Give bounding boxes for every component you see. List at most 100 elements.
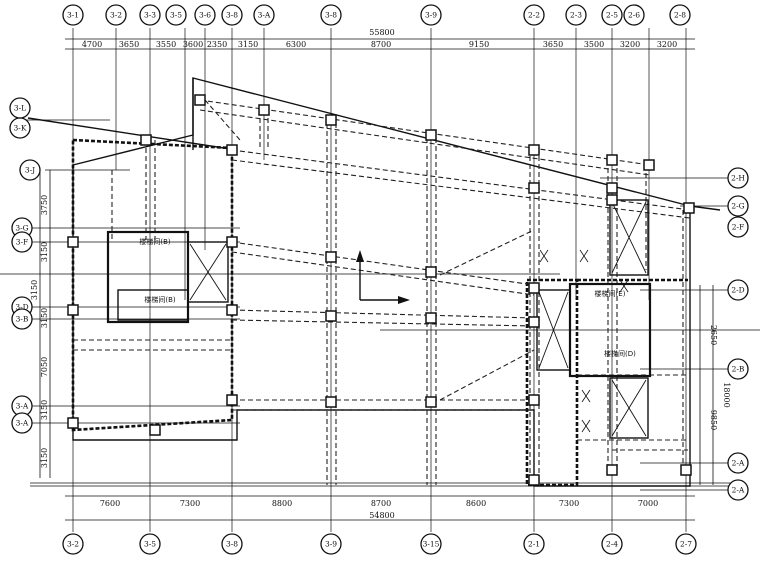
structural-column [226,236,238,248]
svg-text:2-1: 2-1 [528,540,540,549]
axis-bubbles: 3-1 3-2 3-3 3-5 3-6 3-8 3-A 3-8 3-9 2-2 2-3 2-5 2-6 2… [9,4,749,555]
svg-text:2-8: 2-8 [674,11,686,20]
top-dim: 4700 [82,40,102,49]
right-axis-bubble: 2-G [727,195,749,217]
left-dim: 3150 [40,448,49,468]
bottom-dim: 7000 [638,499,658,508]
svg-text:3-3: 3-3 [144,11,156,20]
structural-column [643,159,655,171]
top-axis-bubble: 3-9 [420,4,442,26]
top-dimension-chain: 55800 4700 3650 3550 3600 2350 3150 6300… [65,28,695,50]
room-label: 楼梯间(E) [595,289,626,298]
bottom-dim: 7300 [559,499,579,508]
structural-column [528,182,540,194]
top-axis-bubble: 3-3 [139,4,161,26]
bottom-axis-bubble: 3-5 [139,533,161,555]
coordinate-origin-icon [356,250,410,304]
structural-column [226,144,238,156]
structural-column [325,396,337,408]
top-dim: 3650 [119,40,139,49]
top-axis-bubble: 3-5 [165,4,187,26]
structural-column [528,282,540,294]
room-label: 楼梯间(B) [139,237,171,246]
top-axis-bubble: 3-8 [320,4,342,26]
svg-text:3-J: 3-J [25,166,35,175]
bottom-dim: 8700 [371,499,391,508]
top-dim: 6300 [286,40,306,49]
structural-column [226,394,238,406]
structural-column [528,316,540,328]
left-axis-bubble: 3-F [11,231,33,253]
left-dim: 3150 [40,308,49,328]
svg-text:3-A: 3-A [16,419,29,428]
top-dim: 3600 [183,40,203,49]
right-dim: 2650 [709,325,718,345]
svg-text:2-A: 2-A [732,486,745,495]
left-axis-bubble: 3-K [9,117,31,139]
svg-text:3-15: 3-15 [423,540,440,549]
top-axis-bubble: 2-2 [523,4,545,26]
top-axis-bubble: 2-3 [565,4,587,26]
left-axis-bubble: 3-B [11,308,33,330]
bottom-axis-bubble: 3-15 [420,533,442,555]
top-dim: 3650 [543,40,563,49]
svg-text:2-D: 2-D [731,286,744,295]
left-dim: 3750 [40,195,49,215]
top-dim: 3550 [156,40,176,49]
svg-text:2-A: 2-A [732,459,745,468]
left-axis-bubble: 3-J [19,159,41,181]
structural-column [606,182,618,194]
right-axis-bubble: 2-A [727,479,749,501]
svg-text:2-B: 2-B [732,365,745,374]
structural-column [425,396,437,408]
svg-text:2-5: 2-5 [606,11,618,20]
bottom-dimension-chain: 7600 7300 8800 8700 8600 7300 7000 54800 [65,495,695,521]
structural-column [194,94,206,106]
bottom-axis-bubble: 2-7 [675,533,697,555]
top-dim: 8700 [371,40,391,49]
top-axis-bubble: 3-A [253,4,275,26]
bottom-dim: 8800 [272,499,292,508]
left-axis-bubble: 3-L [9,97,31,119]
top-axis-bubble: 3-2 [105,4,127,26]
room-label: 楼梯间(D) [604,349,636,358]
structural-column [606,464,618,476]
top-dim: 3200 [620,40,640,49]
right-dim: 9850 [709,410,718,430]
right-axis-bubble: 2-H [727,167,749,189]
left-axis-bubble: 3-A [11,412,33,434]
top-dim: 3150 [238,40,258,49]
svg-text:2-H: 2-H [731,174,745,183]
svg-text:3-2: 3-2 [110,11,122,20]
top-axis-bubble: 3-1 [62,4,84,26]
column-layer [67,94,695,486]
bottom-axis-bubble: 2-4 [601,533,623,555]
left-dim: 3150 [40,400,49,420]
top-axis-bubble: 2-5 [601,4,623,26]
top-axis-bubble: 3-6 [194,4,216,26]
svg-text:3-G: 3-G [15,224,28,233]
svg-text:2-6: 2-6 [628,11,640,20]
right-axis-bubble: 2-A [727,452,749,474]
svg-text:2-4: 2-4 [606,540,618,549]
left-dim: 7050 [40,357,49,377]
top-overall-dimension: 55800 [369,28,394,37]
structural-column [606,154,618,166]
shear-wall-hatching [539,249,629,433]
structural-column [325,310,337,322]
svg-text:2-3: 2-3 [570,11,582,20]
top-axis-bubble: 3-8 [221,4,243,26]
svg-text:3-B: 3-B [16,315,29,324]
structural-column [425,129,437,141]
svg-text:3-8: 3-8 [325,11,337,20]
structural-column [528,144,540,156]
svg-text:3-8: 3-8 [226,540,238,549]
right-dimension-chain: 2650 18000 9850 [699,285,731,485]
bottom-overall-dimension: 54800 [369,511,394,520]
bottom-axis-bubble: 3-8 [221,533,243,555]
structural-column [149,424,161,436]
svg-text:3-6: 3-6 [199,11,211,20]
right-axis-bubble: 2-B [727,358,749,380]
structural-column [325,114,337,126]
top-axis-bubble: 2-6 [623,4,645,26]
